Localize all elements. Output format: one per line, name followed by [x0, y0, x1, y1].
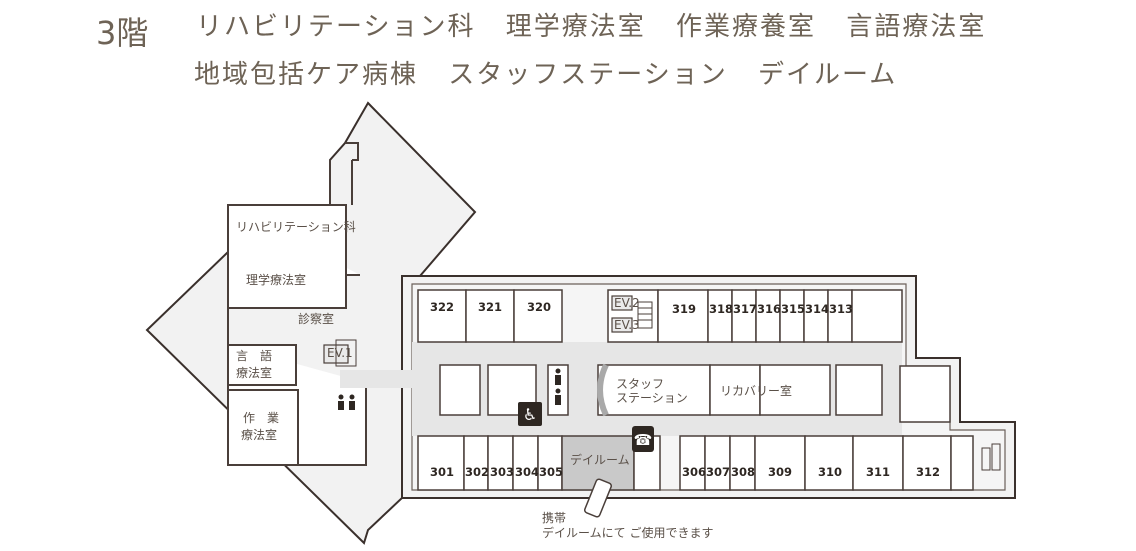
restroom-icon: [338, 368, 561, 410]
label-recovery-room: リカバリー室: [720, 383, 792, 398]
wheelchair-icon: ♿: [518, 402, 542, 426]
label-rehab: リハビリテーション科: [236, 220, 356, 234]
floor-facilities-line2: 地域包括ケア病棟 スタッフステーション デイルーム: [194, 54, 917, 91]
room-309: 309: [768, 465, 792, 479]
label-st-room-2: 療法室: [236, 365, 272, 380]
room-316: 316: [757, 302, 781, 316]
mobile-phone-icon: [583, 478, 613, 518]
room-312: 312: [916, 465, 940, 479]
room-301: 301: [430, 465, 454, 479]
room-303: 303: [490, 465, 514, 479]
room-314: 314: [805, 302, 829, 316]
facility-pt-room: 理学療法室: [505, 12, 646, 42]
label-ev2: EV.2: [614, 296, 640, 310]
mobile-note-text: デイルームにて ご使用できます: [542, 525, 713, 540]
floor-label: 3階: [96, 14, 149, 52]
room-322: 322: [430, 300, 454, 314]
room-302: 302: [465, 465, 489, 479]
room-320: 320: [527, 300, 551, 314]
mobile-note-title: 携帯: [542, 510, 566, 525]
facility-rehab: リハビリテーション科: [196, 12, 476, 42]
facility-ward: 地域包括ケア病棟: [194, 60, 419, 90]
room-319: 319: [672, 302, 696, 316]
room-305: 305: [539, 465, 563, 479]
room-318: 318: [709, 302, 733, 316]
label-day-room: デイルーム: [570, 452, 630, 467]
room-307: 307: [706, 465, 730, 479]
facility-ot-room: 作業療養室: [676, 12, 817, 42]
room-306: 306: [682, 465, 706, 479]
svg-text:☎: ☎: [634, 431, 653, 449]
room-315: 315: [781, 302, 805, 316]
svg-text:♿: ♿: [523, 405, 537, 424]
label-st-room-1: 言 語: [236, 348, 272, 363]
facility-staff-station: スタッフステーション: [448, 60, 728, 90]
room-321: 321: [478, 300, 502, 314]
label-staff-station-1: スタッフ: [616, 377, 664, 391]
floor-facilities-line1: リハビリテーション科 理学療法室 作業療養室 言語療法室: [196, 6, 1006, 43]
label-staff-station-2: ステーション: [616, 391, 688, 405]
telephone-icon: ☎: [632, 426, 654, 452]
label-ev3: EV.3: [614, 318, 640, 332]
facility-st-room: 言語療法室: [846, 12, 987, 42]
label-pt-room: 理学療法室: [246, 272, 306, 287]
room-304: 304: [515, 465, 539, 479]
room-310: 310: [818, 465, 842, 479]
label-ot-room-1: 作 業: [243, 411, 279, 425]
label-exam-room: 診察室: [298, 311, 334, 326]
facility-day-room: デイルーム: [758, 60, 898, 90]
room-311: 311: [866, 465, 890, 479]
room-317: 317: [733, 302, 757, 316]
label-ev1: EV.1: [327, 346, 353, 360]
room-308: 308: [731, 465, 755, 479]
room-313: 313: [829, 302, 853, 316]
label-ot-room-2: 療法室: [241, 427, 277, 442]
